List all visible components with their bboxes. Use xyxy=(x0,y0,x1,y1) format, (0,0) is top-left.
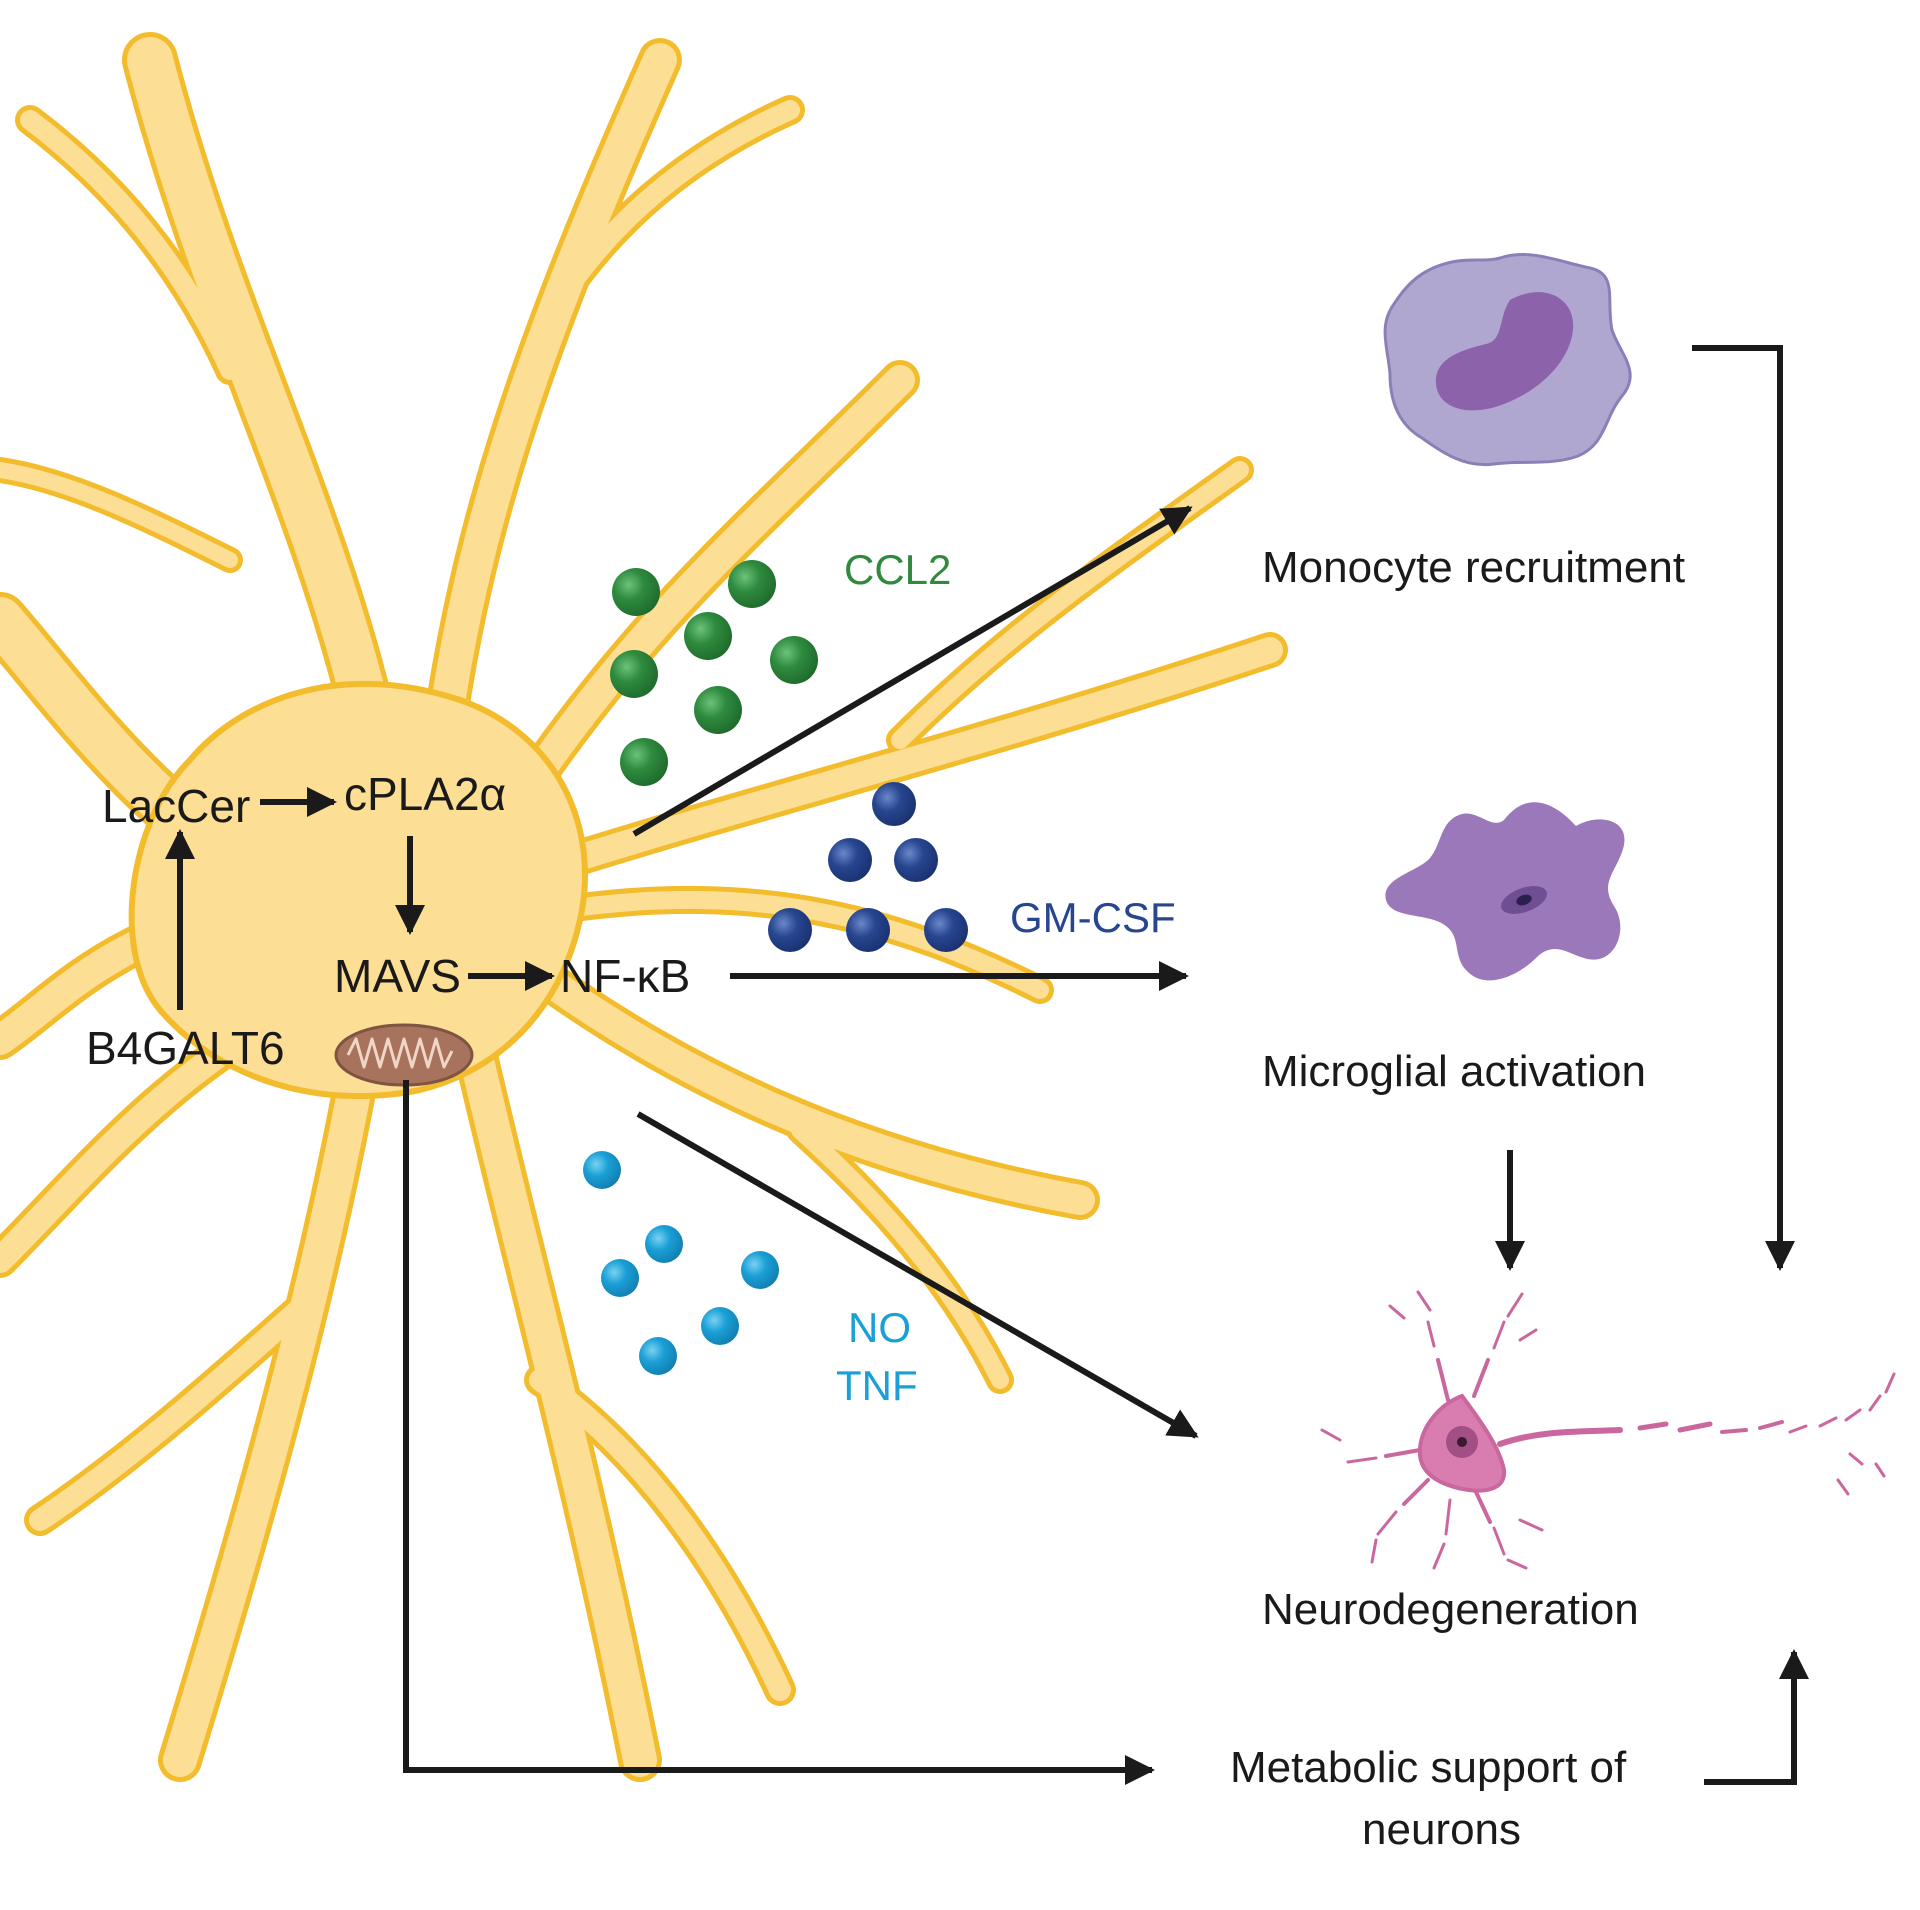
ccl2-sphere xyxy=(770,636,818,684)
laccer-label: LacCer xyxy=(102,780,250,832)
microglial-activation-label: Microglial activation xyxy=(1262,1047,1646,1096)
cpla2a-label: cPLA2α xyxy=(344,768,506,820)
mavs-label: MAVS xyxy=(334,950,461,1002)
neuron-cell xyxy=(1320,1290,1896,1570)
ccl2-sphere xyxy=(694,686,742,734)
monocyte-cell xyxy=(1383,253,1632,467)
microglia-cell xyxy=(1385,802,1625,981)
no-tnf-sphere xyxy=(645,1225,683,1263)
tnf-label: TNF xyxy=(836,1362,918,1409)
monocyte-to-neuro-arrow xyxy=(1692,345,1795,1271)
ccl2-sphere xyxy=(728,560,776,608)
gmcsf-sphere xyxy=(828,838,872,882)
no-tnf-molecules xyxy=(583,1151,779,1375)
gmcsf-label: GM-CSF xyxy=(1010,894,1176,941)
b4galt6-label: B4GALT6 xyxy=(86,1022,285,1074)
ccl2-sphere xyxy=(612,568,660,616)
gmcsf-sphere xyxy=(924,908,968,952)
neurodegeneration-label: Neurodegeneration xyxy=(1262,1585,1639,1634)
astrocyte xyxy=(0,32,1288,1782)
no-tnf-sphere xyxy=(741,1251,779,1289)
no-tnf-sphere xyxy=(601,1259,639,1297)
gmcsf-molecules xyxy=(768,782,968,952)
pathway-arrows xyxy=(165,345,1809,1785)
no-tnf-sphere xyxy=(583,1151,621,1189)
ccl2-sphere xyxy=(610,650,658,698)
no-tnf-arrow xyxy=(636,1111,1199,1439)
ccl2-sphere xyxy=(620,738,668,786)
ccl2-label: CCL2 xyxy=(844,546,951,593)
metabolic-support-label-line1: Metabolic support of xyxy=(1230,1743,1627,1792)
astrocyte-soma xyxy=(128,680,588,1100)
gmcsf-sphere xyxy=(768,908,812,952)
metabolic-support-label-line2: neurons xyxy=(1362,1805,1521,1854)
ccl2-sphere xyxy=(684,612,732,660)
ccl2-arrow xyxy=(632,505,1193,837)
ccl2-molecules xyxy=(610,560,818,786)
mitochondrion xyxy=(334,1023,474,1087)
monocyte-recruitment-label: Monocyte recruitment xyxy=(1262,543,1685,592)
nfkb-label: NF-κB xyxy=(560,950,690,1002)
no-tnf-sphere xyxy=(639,1337,677,1375)
no-tnf-sphere xyxy=(701,1307,739,1345)
metabolic-to-neuro-arrow xyxy=(1704,1649,1809,1785)
no-label: NO xyxy=(848,1304,911,1351)
gmcsf-sphere xyxy=(872,782,916,826)
gmcsf-sphere xyxy=(846,908,890,952)
mito-to-metabolic-arrow xyxy=(403,1080,1155,1785)
gmcsf-sphere xyxy=(894,838,938,882)
